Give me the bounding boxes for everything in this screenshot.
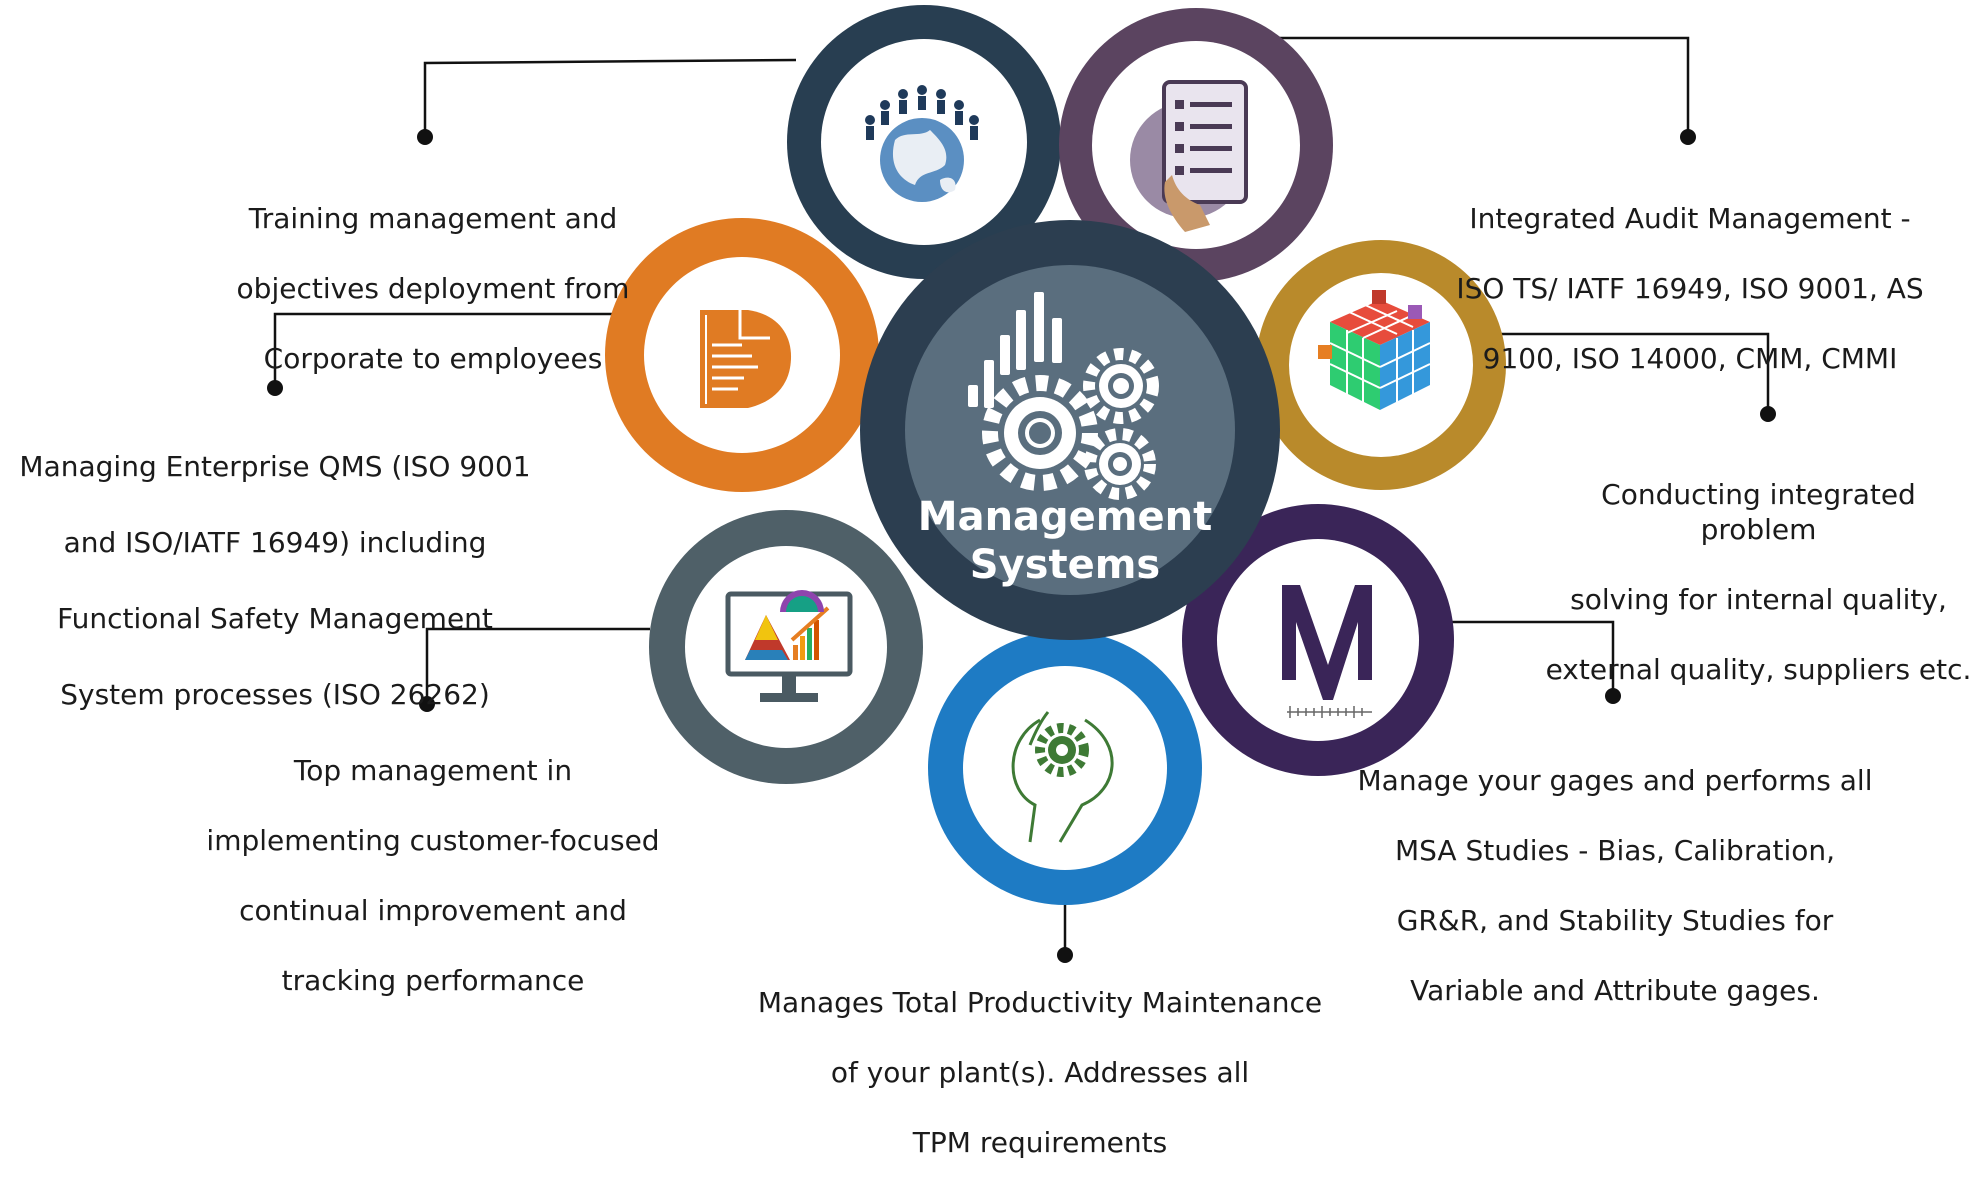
center-title-line2: Systems: [970, 542, 1160, 588]
caption-audit: Integrated Audit Management - ISO TS/ IA…: [1440, 166, 1940, 411]
caption-gages-line: GR&R, and Stability Studies for: [1396, 904, 1834, 937]
caption-problem-line: external quality, suppliers etc.: [1545, 653, 1972, 686]
caption-qms-line: Managing Enterprise QMS (ISO 9001: [19, 450, 531, 483]
caption-problem: Conducting integrated problem solving fo…: [1545, 442, 1972, 722]
connector-dot-training: [417, 129, 433, 145]
caption-qms-line: and ISO/IATF 16949) including: [63, 526, 487, 559]
caption-tpm-line: TPM requirements: [912, 1126, 1168, 1159]
connector-problem: [1457, 332, 1770, 414]
caption-tpm-line: Manages Total Productivity Maintenance: [757, 986, 1323, 1019]
caption-topmgmt-line: Top management in: [293, 754, 573, 787]
management-systems-diagram: Management Systems: [267, 5, 1776, 963]
connector-dot-audit: [1680, 129, 1696, 145]
caption-topmgmt: Top management in implementing customer-…: [198, 718, 668, 1033]
caption-qms-line: System processes (ISO 26262): [60, 678, 490, 711]
monitor-chart-icon: [725, 590, 853, 702]
connector-training: [423, 58, 797, 137]
connector-dot-gages: [1605, 688, 1621, 704]
node-tpm: [928, 631, 1202, 905]
caption-topmgmt-line: tracking performance: [281, 964, 585, 997]
caption-tpm: Manages Total Productivity Maintenance o…: [740, 950, 1340, 1195]
caption-gages-line: MSA Studies - Bias, Calibration,: [1394, 834, 1836, 867]
connector-qms: [273, 312, 614, 388]
connectors: [267, 36, 1776, 963]
caption-gages-line: Variable and Attribute gages.: [1410, 974, 1820, 1007]
center-title-line1: Management: [918, 494, 1212, 540]
connector-dot-tpm: [1057, 947, 1073, 963]
caption-training-line: objectives deployment from: [236, 272, 630, 305]
hand-gear-icon: [1011, 711, 1114, 843]
node-qms: [605, 218, 879, 492]
caption-training: Training management and objectives deplo…: [218, 166, 648, 411]
caption-training-line: Training management and: [248, 202, 618, 235]
people-globe-icon: [865, 85, 979, 202]
bars-and-gears-icon: [968, 292, 1159, 500]
caption-audit-line: 9100, ISO 14000, CMM, CMMI: [1482, 342, 1898, 375]
rubik-cube-icon: [1318, 290, 1431, 410]
connector-dot-problem: [1760, 406, 1776, 422]
node-gages: [1182, 504, 1454, 776]
caption-qms: Managing Enterprise QMS (ISO 9001 and IS…: [10, 410, 540, 752]
connector-topmgmt: [425, 627, 650, 704]
center-hub: Management Systems: [860, 220, 1280, 640]
node-training: [787, 5, 1061, 279]
node-audit: [1059, 8, 1333, 282]
connector-gages: [1418, 620, 1615, 696]
caption-audit-line: ISO TS/ IATF 16949, ISO 9001, AS: [1456, 272, 1924, 305]
node-topmgmt: [649, 510, 923, 784]
caption-qms-line: Functional Safety Management: [57, 602, 493, 635]
connector-dot-qms: [267, 380, 283, 396]
caption-problem-line: Conducting integrated problem: [1601, 478, 1916, 546]
caption-tpm-line: of your plant(s). Addresses all: [830, 1056, 1250, 1089]
caption-training-line: Corporate to employees: [263, 342, 603, 375]
m-gage-icon: [1282, 585, 1372, 718]
document-icon: [700, 310, 792, 408]
caption-gages: Manage your gages and performs all MSA S…: [1350, 728, 1880, 1043]
connector-audit: [1260, 36, 1690, 137]
caption-topmgmt-line: continual improvement and: [239, 894, 627, 927]
checklist-tablet-icon: [1130, 80, 1248, 232]
caption-topmgmt-line: implementing customer-focused: [206, 824, 660, 857]
caption-audit-line: Integrated Audit Management -: [1469, 202, 1911, 235]
caption-problem-line: solving for internal quality,: [1570, 583, 1947, 616]
node-problem: [1256, 240, 1506, 490]
connector-dot-topmgmt: [419, 696, 435, 712]
caption-gages-line: Manage your gages and performs all: [1357, 764, 1873, 797]
